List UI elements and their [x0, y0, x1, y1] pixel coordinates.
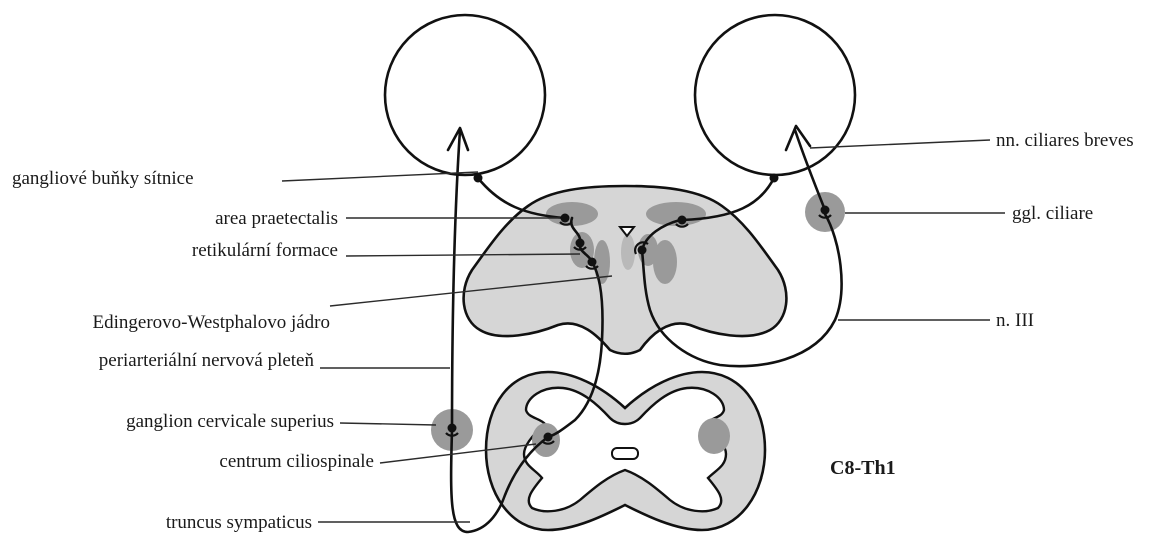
label-ganglion-cells: gangliové buňky sítnice — [12, 168, 194, 189]
synapse-dot — [588, 258, 597, 267]
ew-central — [621, 234, 635, 270]
label-ganglion-cervicale: ganglion cervicale superius — [126, 411, 334, 432]
synapse-dot — [770, 174, 779, 183]
leader-ganglion-cells — [282, 172, 478, 181]
synapse-dot — [821, 206, 830, 215]
label-ggl-ciliare: ggl. ciliare — [1012, 203, 1093, 224]
synapse-dot — [678, 216, 687, 225]
label-periarterial-plexus: periarteriální nervová pleteň — [99, 350, 315, 371]
synapse-dot — [544, 433, 553, 442]
synapse-dot — [448, 424, 457, 433]
synapse-dot — [474, 174, 483, 183]
label-centrum-ciliospinale: centrum ciliospinale — [219, 451, 374, 472]
synapse-dot — [576, 239, 585, 248]
ew-nucleus-right — [653, 240, 677, 284]
label-edinger-westphal: Edingerovo-Westphalovo jádro — [93, 312, 331, 333]
label-reticular-formation: retikulární formace — [192, 240, 338, 261]
label-nn-ciliares: nn. ciliares breves — [996, 130, 1134, 151]
synapse-dot — [561, 214, 570, 223]
label-truncus-sympaticus: truncus sympaticus — [166, 512, 312, 533]
label-n-III: n. III — [996, 310, 1034, 331]
label-area-praetectalis: area praetectalis — [215, 208, 338, 229]
left-eyeball — [385, 15, 545, 175]
leader-ganglion-cervicale — [340, 423, 436, 425]
label-segment: C8-Th1 — [830, 457, 896, 479]
synapse-dot — [638, 246, 647, 255]
central-canal — [612, 448, 638, 459]
centrum-ciliospinale-right — [698, 418, 730, 454]
right-eyeball — [695, 15, 855, 175]
